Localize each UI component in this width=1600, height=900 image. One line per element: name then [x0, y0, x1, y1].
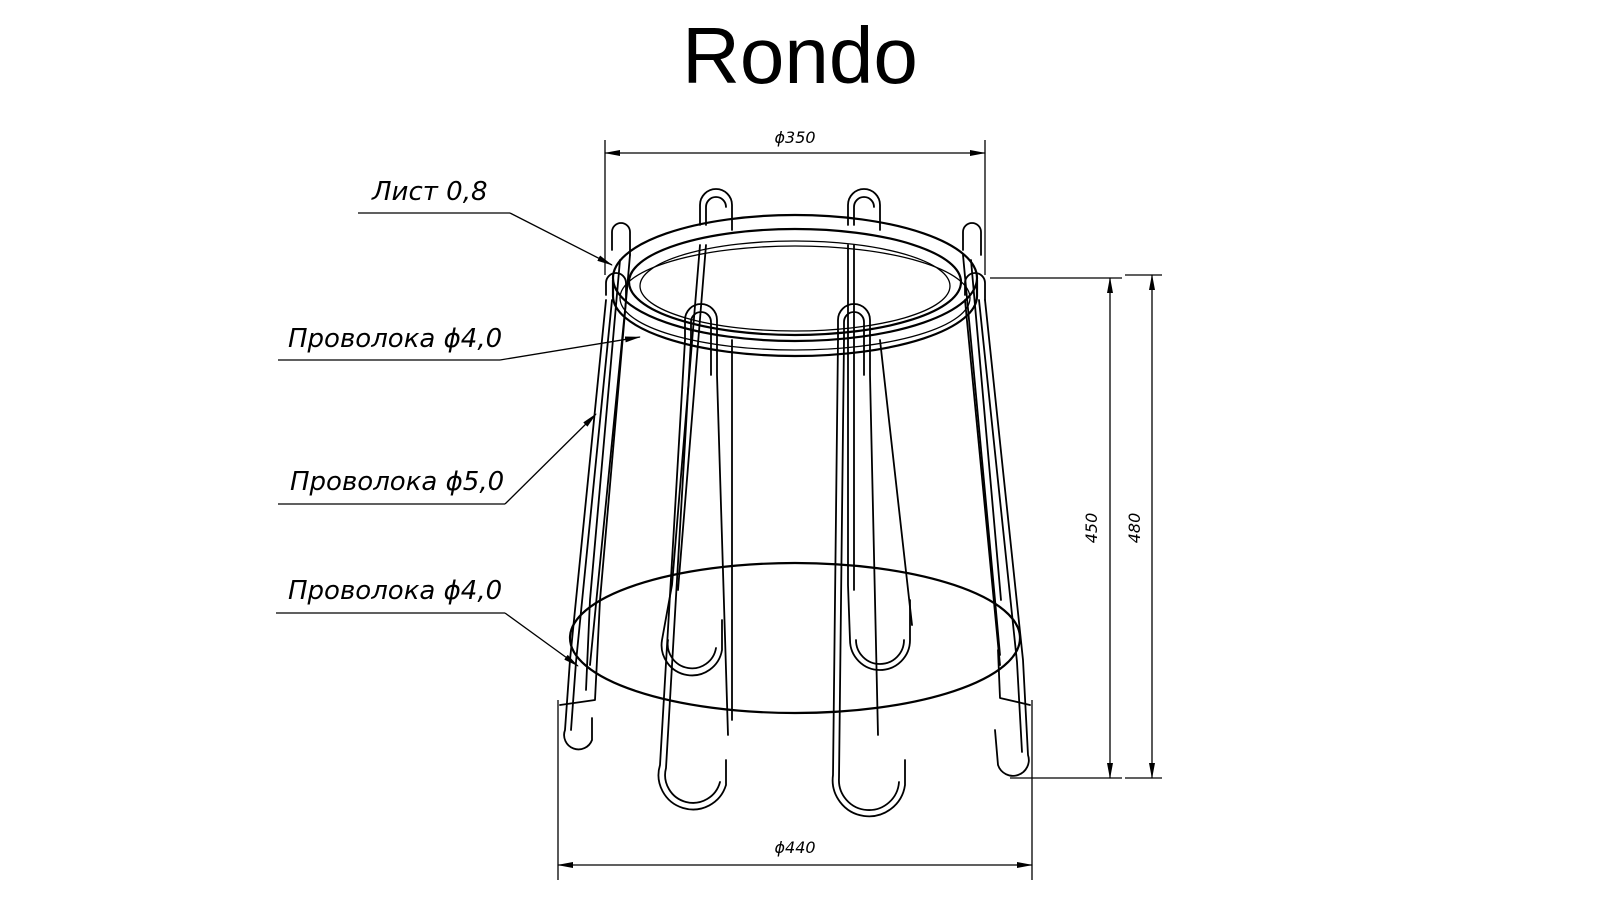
height-480-label: 480	[1125, 513, 1144, 544]
dimension-bottom-diameter: ϕ440	[557, 700, 1033, 880]
dimension-height-450: 450	[990, 277, 1122, 779]
top-tray	[611, 213, 979, 358]
drawing-title: Rondo	[682, 11, 918, 100]
callout-wire-legs-text: Проволока ϕ5,0	[290, 467, 504, 497]
top-diameter-label: ϕ350	[774, 128, 815, 147]
front-legs	[657, 303, 906, 818]
height-450-label: 450	[1082, 513, 1101, 544]
dimension-top-diameter: ϕ350	[604, 128, 986, 275]
left-legs	[559, 222, 631, 751]
callout-sheet-text: Лист 0,8	[371, 177, 488, 207]
callout-wire-bottom: Проволока ϕ4,0	[276, 576, 579, 667]
callout-sheet: Лист 0,8	[358, 177, 613, 266]
stool-frame	[559, 188, 1031, 818]
right-legs	[962, 222, 1031, 777]
bottom-diameter-label: ϕ440	[774, 838, 815, 857]
dimension-height-480: 480	[1125, 274, 1162, 779]
bottom-ring	[568, 561, 1022, 715]
callout-wire-top: Проволока ϕ4,0	[278, 324, 641, 361]
callout-wire-legs: Проволока ϕ5,0	[278, 413, 597, 505]
callout-wire-top-text: Проволока ϕ4,0	[288, 324, 502, 354]
callout-wire-bottom-text: Проволока ϕ4,0	[288, 576, 502, 606]
back-legs	[660, 188, 913, 721]
